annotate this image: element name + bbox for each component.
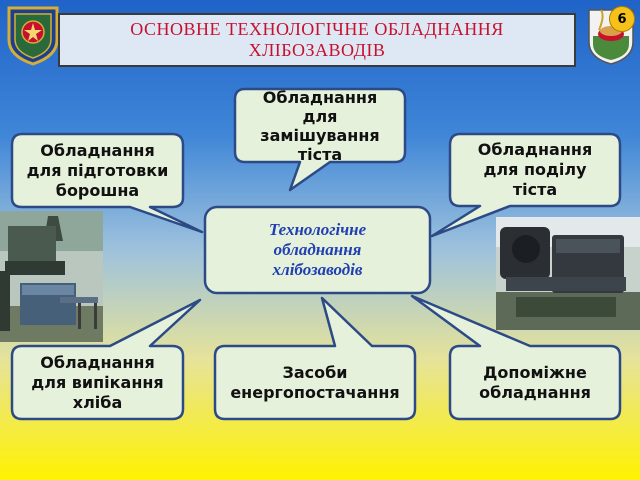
node-auxiliary: Допоміжне обладнання xyxy=(450,346,620,419)
node-auxiliary-line-2: обладнання xyxy=(479,382,591,402)
box-flour-prep xyxy=(10,132,204,234)
title-line-2: ХЛІБОЗАВОДІВ xyxy=(248,40,386,60)
box-energy xyxy=(213,296,417,421)
box-baking xyxy=(10,298,202,421)
node-dividing-line-2: для поділу xyxy=(483,160,587,179)
node-baking-line-3: хліба xyxy=(72,392,123,412)
node-mixing-line-2: для xyxy=(302,107,338,126)
node-dividing-line-1: Обладнання xyxy=(477,140,593,159)
node-energy-line-2: енергопостачання xyxy=(230,382,400,402)
node-dividing: Обладнання для поділу тіста xyxy=(450,134,620,206)
node-baking-line-1: Обладнання xyxy=(40,352,155,372)
box-mixing xyxy=(233,87,407,192)
center-box xyxy=(203,205,432,295)
node-mixing: Обладнання для замішування тіста xyxy=(235,80,405,172)
page-number-badge: 6 xyxy=(609,6,635,32)
military-shield-emblem-icon xyxy=(7,6,59,66)
center-node: Технологічне обладнання хлібозаводів xyxy=(205,207,430,293)
node-mixing-line-3: замішування xyxy=(260,126,380,145)
center-line-2: обладнання xyxy=(273,240,362,259)
node-flour-prep-line-2: для підготовки xyxy=(26,160,169,180)
node-energy: Засоби енергопостачання xyxy=(215,346,415,419)
node-auxiliary-line-1: Допоміжне xyxy=(483,362,587,382)
center-line-1: Технологічне xyxy=(268,220,367,239)
node-mixing-line-1: Обладнання xyxy=(262,88,378,107)
box-dividing xyxy=(430,132,622,238)
node-baking-line-2: для випікання xyxy=(31,372,164,392)
node-dividing-line-3: тіста xyxy=(512,180,558,199)
node-flour-prep: Обладнання для підготовки борошна xyxy=(12,134,183,207)
node-energy-line-1: Засоби xyxy=(282,362,348,382)
node-mixing-line-4: тіста xyxy=(297,145,343,164)
node-flour-prep-line-1: Обладнання xyxy=(40,140,155,160)
box-auxiliary xyxy=(410,294,622,421)
dough-dividing-equipment-photo xyxy=(496,217,640,330)
node-flour-prep-line-3: борошна xyxy=(55,180,140,200)
bread-baking-equipment-photo xyxy=(0,211,103,342)
title-banner: ОСНОВНЕ ТЕХНОЛОГІЧНЕ ОБЛАДНАННЯ ХЛІБОЗАВ… xyxy=(58,13,576,67)
title-line-1: ОСНОВНЕ ТЕХНОЛОГІЧНЕ ОБЛАДНАННЯ xyxy=(130,19,504,39)
center-line-3: хлібозаводів xyxy=(272,260,363,279)
node-baking: Обладнання для випікання хліба xyxy=(12,346,183,419)
